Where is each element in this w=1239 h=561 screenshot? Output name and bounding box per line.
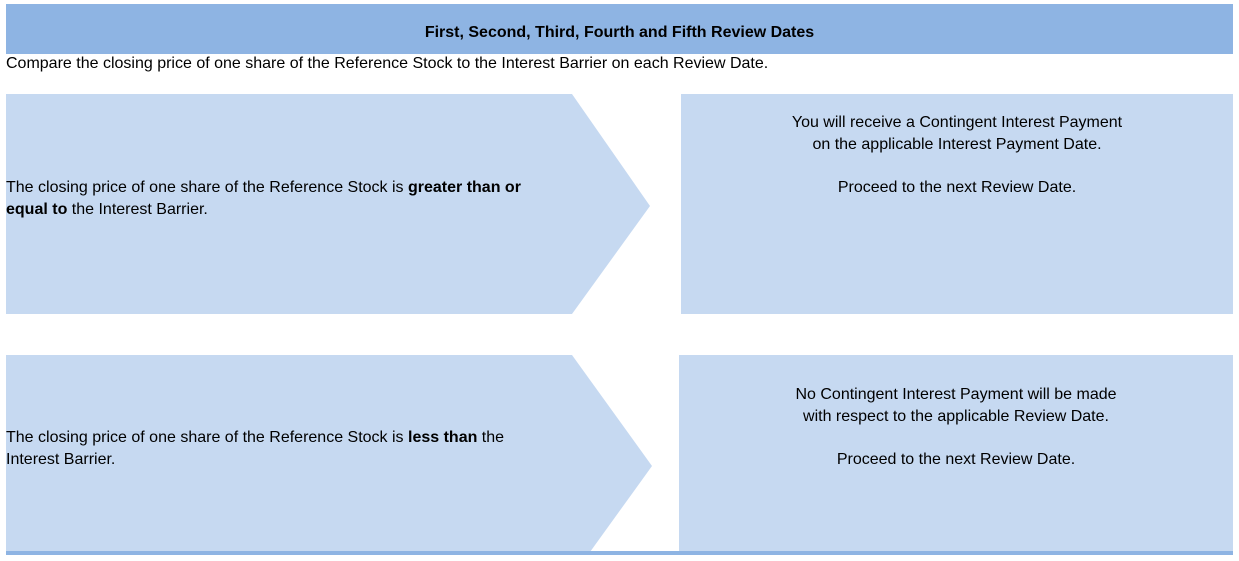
result-line-3: Proceed to the next Review Date. <box>837 179 1077 196</box>
condition-text-prefix: The closing price of one share of the Re… <box>6 179 408 196</box>
condition-text-greater: The closing price of one share of the Re… <box>6 177 546 221</box>
condition-text-prefix: The closing price of one share of the Re… <box>6 429 408 446</box>
bottom-rule <box>6 551 1233 555</box>
header-bar: First, Second, Third, Fourth and Fifth R… <box>6 4 1233 54</box>
condition-text-less: The closing price of one share of the Re… <box>6 427 546 471</box>
condition-text-suffix: the Interest Barrier. <box>67 201 208 218</box>
result-line-3: Proceed to the next Review Date. <box>836 451 1076 468</box>
condition-arrow-greater <box>6 94 650 314</box>
result-line-2: on the applicable Interest Payment Date. <box>812 136 1102 153</box>
intro-text: Compare the closing price of one share o… <box>6 55 769 72</box>
result-box-no-payment: No Contingent Interest Payment will be m… <box>679 355 1233 552</box>
result-line-2: with respect to the applicable Review Da… <box>803 408 1109 425</box>
result-line-1: No Contingent Interest Payment will be m… <box>795 386 1117 403</box>
condition-text-suffix: the Interest Barrier. <box>6 429 505 468</box>
condition-text-bold: less than <box>408 429 478 446</box>
header-title: First, Second, Third, Fourth and Fifth R… <box>424 24 815 41</box>
result-box-payment: You will receive a Contingent Interest P… <box>681 94 1233 314</box>
condition-arrow-less <box>6 355 652 552</box>
condition-text-bold: greater than or equal to <box>6 179 521 218</box>
result-line-1: You will receive a Contingent Interest P… <box>791 114 1123 131</box>
